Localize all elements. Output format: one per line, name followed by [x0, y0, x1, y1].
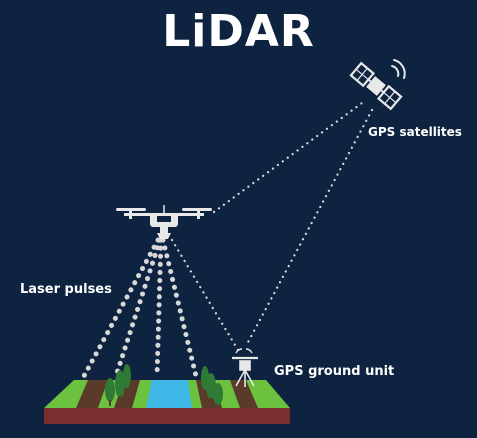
laser-pulses-label: Laser pulses: [20, 282, 112, 297]
drone-sensor: [157, 233, 171, 239]
drone-rotor-post: [129, 210, 132, 219]
drone-sensor-mount: [160, 227, 168, 233]
drone-to-ground-line: [170, 238, 240, 352]
terrain-block: [44, 380, 290, 424]
soil-strip: [76, 380, 108, 408]
trees-right: [201, 366, 223, 406]
satellite-signal-icon: [391, 59, 406, 79]
laser-pulses: [81, 237, 199, 379]
tree-icon: [115, 370, 125, 398]
signal-wave: [391, 65, 400, 77]
ground-unit-wave: [235, 348, 253, 354]
tree-icon: [123, 364, 131, 388]
tree-icon: [213, 383, 223, 405]
ground-unit-leg: [235, 369, 246, 387]
drone-body-detail: [157, 216, 171, 222]
gps-ground-unit-label: GPS ground unit: [274, 364, 395, 379]
drone-icon: [116, 205, 212, 239]
page-title: LiDAR: [162, 6, 315, 57]
terrain-base: [44, 408, 290, 424]
drone-rotor: [182, 208, 212, 211]
drone-to-satellite-line: [212, 101, 364, 214]
trees-left: [105, 364, 131, 406]
satellite-body: [366, 76, 386, 96]
signal-lines: [170, 101, 374, 352]
tree-trunk: [119, 396, 121, 404]
drone-rotor-post: [197, 210, 200, 219]
satellite-strut: [367, 78, 372, 83]
tree-trunk: [210, 398, 212, 406]
ground-unit-body: [239, 360, 251, 371]
water-strip: [146, 380, 192, 408]
drone-rotor: [116, 208, 146, 211]
satellite-panel-grid: [383, 91, 397, 104]
laser-pulse-beam: [81, 237, 161, 379]
laser-pulse-beam: [113, 237, 163, 379]
gps-satellites-label: GPS satellites: [368, 125, 462, 139]
gps-ground-unit-icon: [232, 348, 258, 387]
ground-unit-leg: [244, 369, 255, 387]
soil-strip: [230, 380, 258, 408]
satellite-icon: [349, 61, 403, 111]
tree-trunk: [109, 400, 111, 406]
satellite-to-ground-line: [244, 108, 374, 348]
laser-pulse-beam: [160, 237, 199, 379]
satellite-panel-grid: [355, 68, 369, 81]
laser-pulse-beam: [154, 237, 164, 379]
satellite-strut: [380, 89, 385, 94]
signal-wave: [393, 59, 406, 79]
tree-icon: [105, 378, 115, 402]
